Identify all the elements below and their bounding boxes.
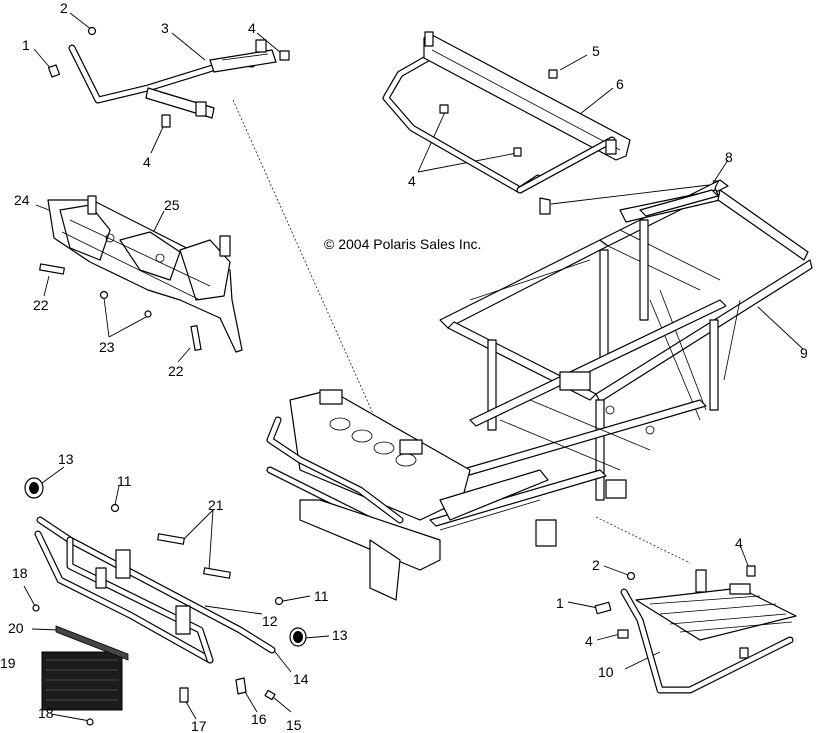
- callout-4: 4: [143, 154, 151, 170]
- callout-23: 23: [99, 339, 115, 355]
- seat-bracket-part-3: [68, 39, 277, 119]
- callout-10: 10: [598, 664, 614, 680]
- side-bracket-parts-24-25: [47, 195, 243, 353]
- callout-16: 16: [251, 711, 267, 727]
- callout-1: 1: [22, 37, 30, 53]
- callout-20: 20: [8, 620, 24, 636]
- front-bumper-part-14: [34, 516, 276, 664]
- main-frame-part-9: [429, 179, 813, 547]
- callout-5: 5: [592, 43, 600, 59]
- callout-2: 2: [592, 557, 600, 573]
- copyright-text: © 2004 Polaris Sales Inc.: [324, 236, 481, 252]
- callout-14: 14: [293, 671, 309, 687]
- step-fasteners: [594, 565, 756, 639]
- callout-7: 7: [712, 177, 720, 193]
- callout-4: 4: [248, 20, 256, 36]
- callout-25: 25: [164, 197, 180, 213]
- callout-11: 11: [117, 473, 132, 489]
- callout-12: 12: [262, 613, 278, 629]
- callout-6: 6: [616, 76, 624, 92]
- bolts-nuts-22-23: [39, 263, 202, 351]
- callout-9: 9: [800, 345, 808, 361]
- callout-8: 8: [725, 149, 733, 165]
- grille-part-19: [41, 651, 123, 711]
- callout-18: 18: [12, 565, 28, 581]
- seat-frame-part-6: [382, 31, 631, 215]
- callout-4: 4: [585, 633, 593, 649]
- leader-lines: [23, 12, 804, 722]
- callout-18: 18: [38, 705, 54, 721]
- callout-17: 17: [191, 718, 207, 733]
- bumper-hardware: [24, 477, 307, 726]
- callout-21: 21: [208, 497, 224, 513]
- callout-1: 1: [556, 595, 564, 611]
- callout-numbers: 1 2 3 4 4 5 6 4 7 8 24 25 22 23 22 9 13 …: [0, 0, 808, 733]
- callout-24: 24: [14, 192, 30, 208]
- callout-2: 2: [60, 0, 68, 16]
- callout-19: 19: [0, 655, 16, 671]
- callout-22: 22: [168, 363, 184, 379]
- step-part-10: [620, 569, 797, 694]
- fasteners-upper-left: [47, 26, 290, 128]
- callout-3: 3: [161, 20, 169, 36]
- callout-11: 11: [314, 588, 329, 604]
- callout-13: 13: [332, 627, 348, 643]
- callout-22: 22: [33, 297, 49, 313]
- callout-4: 4: [408, 173, 416, 189]
- callout-13: 13: [58, 451, 74, 467]
- strip-part-20: [55, 625, 129, 661]
- callout-15: 15: [286, 717, 302, 733]
- callout-4: 4: [735, 535, 743, 551]
- front-subframe: [266, 389, 549, 601]
